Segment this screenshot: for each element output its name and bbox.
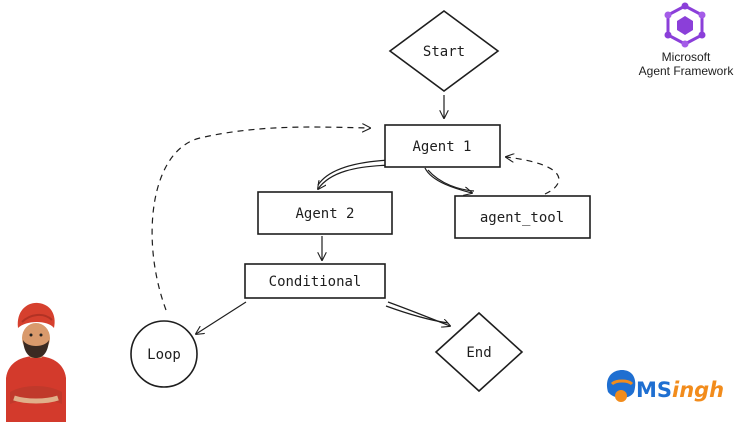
node-conditional: Conditional <box>244 263 386 299</box>
edge-agent1-to-agent2 <box>318 164 393 189</box>
msingh-ingh-text: ingh <box>672 378 724 402</box>
edges <box>151 95 560 334</box>
framework-title-line1: Microsoft <box>662 50 711 64</box>
node-start: Start <box>388 10 500 92</box>
msingh-ms-text: MS <box>636 378 672 402</box>
edge-conditional-to-end-sketch <box>385 305 449 324</box>
turban-logo-icon <box>606 370 636 402</box>
framework-title-line2: Agent Framework <box>639 64 735 78</box>
edge-agent-tool-to-agent1 <box>506 157 560 195</box>
node-start-label: Start <box>423 44 465 60</box>
node-agent1: Agent 1 <box>384 124 501 168</box>
node-loop-label: Loop <box>147 347 181 363</box>
turbaned-man-avatar <box>6 302 66 422</box>
edge-agent1-to-agent2-sketch <box>317 159 391 186</box>
node-agent1-label: Agent 1 <box>412 139 471 155</box>
edge-agent1-to-agent-tool-sketch <box>427 169 475 192</box>
node-loop: Loop <box>130 320 198 388</box>
hexagon-network-icon <box>664 2 706 48</box>
node-end-label: End <box>466 345 491 361</box>
node-agent2: Agent 2 <box>257 191 393 235</box>
edge-conditional-to-end <box>387 301 450 326</box>
msingh-logo: MS ingh <box>606 370 724 402</box>
edge-agent1-to-agent-tool <box>424 167 472 193</box>
node-end: End <box>434 311 524 393</box>
node-agent-tool-label: agent_tool <box>480 210 564 226</box>
node-agent-tool: agent_tool <box>454 195 591 239</box>
node-agent2-label: Agent 2 <box>295 206 354 222</box>
edge-conditional-to-loop <box>196 301 247 334</box>
edge-loop-to-agent1 <box>151 127 370 311</box>
node-conditional-label: Conditional <box>269 274 362 290</box>
